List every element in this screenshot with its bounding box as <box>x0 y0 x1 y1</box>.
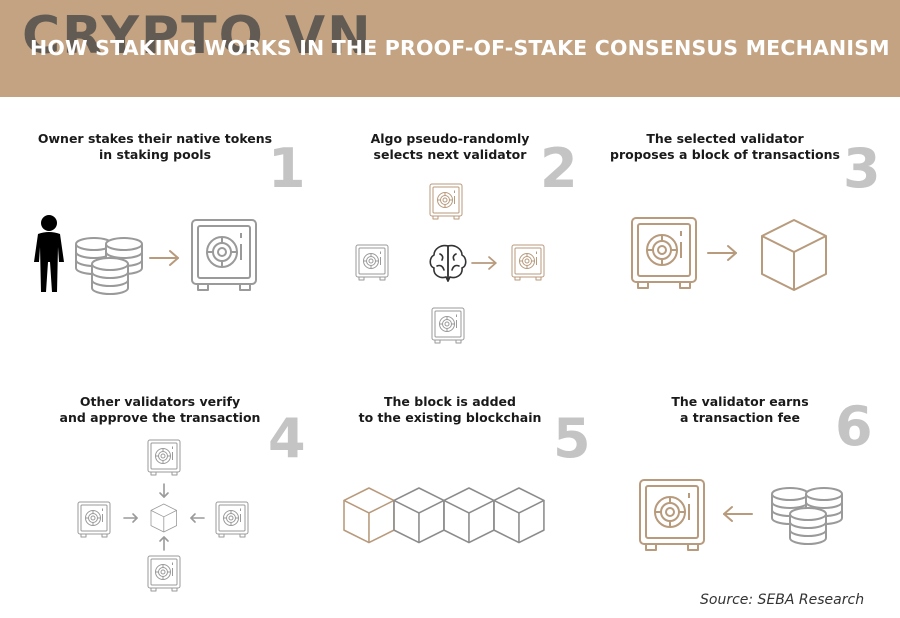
safe-icon <box>631 217 697 289</box>
safe-icon <box>215 501 249 538</box>
step-1-number: 1 <box>268 137 306 200</box>
step-6-caption: The validator earns a transaction fee <box>671 394 809 425</box>
step-3-number: 3 <box>843 137 881 200</box>
safe-icon <box>147 439 181 476</box>
safe-icon <box>191 219 257 291</box>
cube-icon <box>343 487 395 544</box>
step-2-caption: Algo pseudo-randomly selects next valida… <box>370 131 530 162</box>
safe-icon <box>77 501 111 538</box>
watermark-logo: CRYPTO VN <box>22 6 373 66</box>
source-credit: Source: SEBA Research <box>700 592 865 608</box>
step-4-number: 4 <box>268 407 306 470</box>
step-5-number: 5 <box>553 407 591 470</box>
step-6-number: 6 <box>835 395 873 458</box>
safe-icon <box>639 479 705 551</box>
safe-icon <box>355 244 389 281</box>
cube-icon <box>393 487 445 544</box>
arrow-icon <box>707 245 737 261</box>
cube-icon <box>761 219 827 291</box>
cube-icon <box>493 487 545 544</box>
step-3-caption: The selected validator proposes a block … <box>610 131 840 162</box>
coins-icon <box>771 487 843 545</box>
arrow-icon <box>471 256 497 270</box>
brain-icon <box>429 244 467 282</box>
arrow-icon <box>149 250 179 266</box>
cube-icon <box>150 503 178 533</box>
safe-icon <box>511 244 545 281</box>
page-title: HOW STAKING WORKS IN THE PROOF-OF-STAKE … <box>30 36 890 60</box>
cube-icon <box>443 487 495 544</box>
safe-icon <box>147 555 181 592</box>
step-5-caption: The block is added to the existing block… <box>358 394 542 425</box>
step-2-number: 2 <box>540 137 578 200</box>
safe-icon <box>429 183 463 220</box>
step-1-caption: Owner stakes their native tokens in stak… <box>37 131 273 162</box>
person-icon <box>34 215 64 292</box>
safe-icon <box>431 307 465 344</box>
coins-icon <box>75 237 143 295</box>
step-4-caption: Other validators verify and approve the … <box>59 394 261 425</box>
arrow-icon <box>723 506 753 522</box>
arrow-icon <box>123 483 205 551</box>
header-banner: CRYPTO VN HOW STAKING WORKS IN THE PROOF… <box>0 0 900 97</box>
